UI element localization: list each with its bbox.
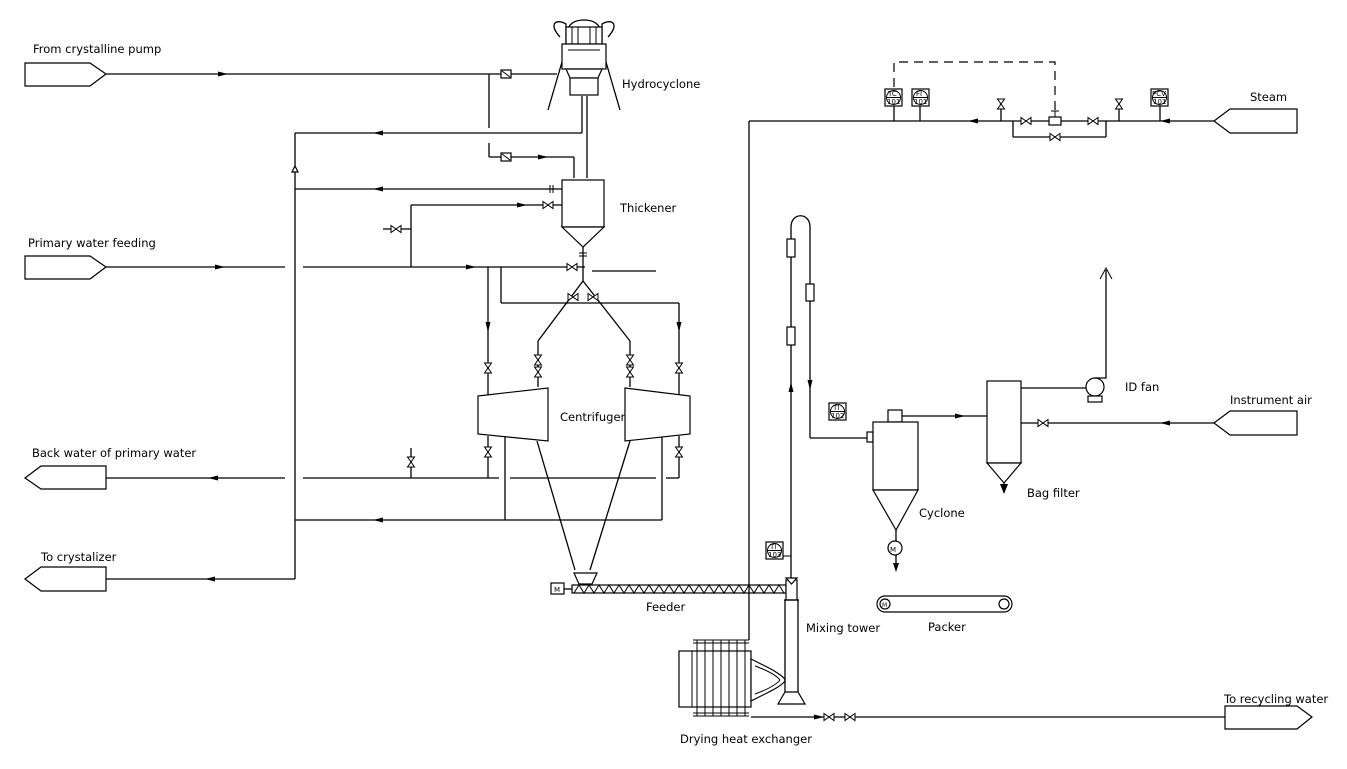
label-instrument-air: Instrument air: [1230, 393, 1312, 407]
inst-ti103-tag: TI: [769, 543, 776, 551]
left-piping: [106, 69, 683, 582]
label-thickener: Thickener: [619, 201, 677, 215]
inst-tc-num: 101: [887, 98, 900, 106]
packer: M Packer: [876, 595, 1013, 634]
inst-pcv-tag: PCV: [1152, 90, 1166, 98]
label-mixing-tower: Mixing tower: [806, 621, 880, 635]
label-hydrocyclone: Hydrocyclone: [622, 77, 700, 91]
label-drying-heat-exchanger: Drying heat exchanger: [680, 732, 812, 746]
label-to-recycling-water: To recycling water: [1223, 692, 1328, 706]
thickener: Thickener: [560, 179, 677, 268]
label-centrifuger: Centrifuger: [560, 410, 626, 424]
steam-distribution: [748, 61, 1214, 640]
label-id-fan: ID fan: [1125, 380, 1159, 394]
instrument-tower-temp: TI 103: [765, 541, 784, 560]
instrument-steam-flow: FI 101: [911, 88, 930, 107]
terminal-from-crystalline-pump: From crystalline pump: [24, 42, 161, 87]
bag-filter: Bag filter: [985, 380, 1214, 500]
terminal-back-water: Back water of primary water: [23, 446, 196, 490]
feeder: M Feeder: [550, 572, 787, 614]
label-bag-filter: Bag filter: [1027, 486, 1080, 500]
centrifuger-left: [477, 387, 549, 442]
terminal-primary-water-feeding: Primary water feeding: [24, 236, 156, 280]
id-fan: ID fan: [1021, 266, 1159, 403]
recycling-water-line: [751, 713, 1225, 721]
label-packer: Packer: [928, 620, 966, 634]
packer-motor-symbol: M: [882, 602, 887, 609]
label-from-crystalline-pump: From crystalline pump: [33, 42, 161, 56]
centrifuger-discharge: [536, 440, 631, 571]
inst-fi-num: 101: [914, 98, 927, 106]
mixing-tower: Mixing tower: [776, 215, 880, 705]
terminal-instrument-air: Instrument air: [1213, 393, 1312, 436]
label-feeder: Feeder: [646, 600, 686, 614]
inst-pcv-num: 101: [1153, 98, 1166, 106]
terminal-steam: Steam: [1213, 90, 1298, 134]
instrument-cyclone-temp: TI 102: [828, 402, 847, 421]
inst-fi-tag: FI: [916, 90, 922, 98]
instrument-steam-press: PCV 101: [1150, 88, 1169, 107]
label-primary-water-feeding: Primary water feeding: [28, 236, 156, 250]
hydrocyclone: Hydrocyclone: [547, 19, 700, 111]
centrifuger-feed-lines: [534, 268, 634, 387]
instrument-steam-temp: TC 101: [884, 88, 903, 107]
inst-ti102-tag: TI: [832, 404, 839, 412]
feeder-motor-symbol: M: [554, 586, 560, 594]
inst-ti103-num: 103: [768, 551, 781, 559]
inst-tc-tag: TC: [887, 90, 897, 98]
cyclone-motor-symbol: M: [890, 546, 896, 554]
cyclone: M Cyclone: [871, 409, 987, 572]
label-back-water: Back water of primary water: [32, 446, 196, 460]
inst-ti102-num: 102: [831, 412, 844, 420]
terminal-to-recycling-water: To recycling water: [1223, 692, 1328, 730]
terminal-to-crystalizer: To crystalizer: [24, 550, 117, 592]
label-steam: Steam: [1250, 90, 1287, 104]
drying-heat-exchanger: Drying heat exchanger: [678, 639, 812, 746]
label-cyclone: Cyclone: [919, 506, 965, 520]
centrifuger-right: [624, 387, 691, 442]
label-to-crystalizer: To crystalizer: [40, 550, 117, 564]
